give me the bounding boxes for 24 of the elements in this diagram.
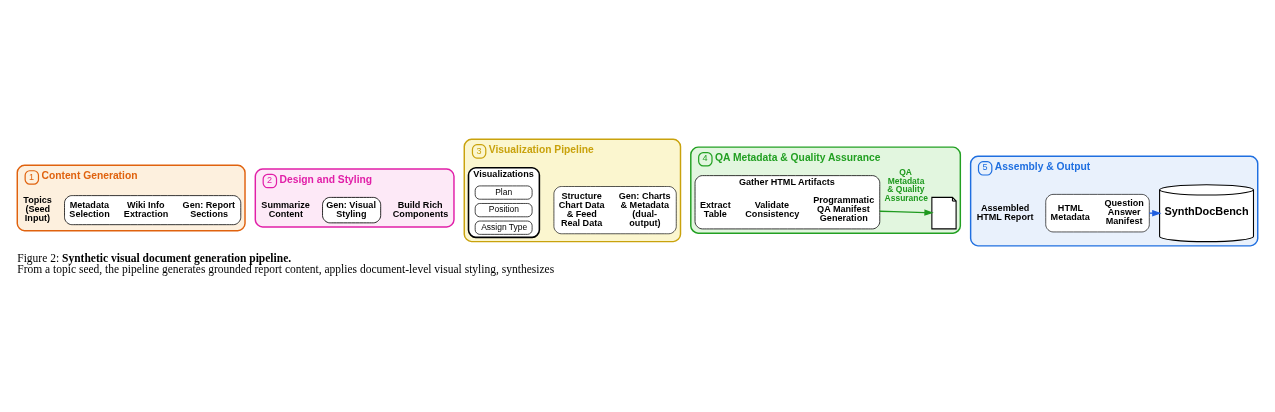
node-text: Structure Chart Data & Feed Real Data bbox=[558, 190, 605, 228]
node-text: Gen: Charts & Metadata (dual- output) bbox=[618, 190, 671, 228]
node-box: Assign Type bbox=[474, 220, 533, 235]
edge-label: QA Metadata & Quality Assurance bbox=[884, 166, 928, 203]
node-box: Gen: Visual Styling bbox=[322, 196, 382, 223]
arrow bbox=[879, 208, 934, 216]
node-text: Assembled HTML Report bbox=[976, 202, 1034, 222]
node-text: Gen: Report Sections bbox=[182, 199, 236, 219]
caption: Figure 2: Synthetic visual document generation pipeline. From a topic seed, the pipeline generates grounded report content, applies document-level visual styling, synthesizes bbox=[17, 251, 555, 275]
cluster bbox=[553, 185, 677, 234]
node-text: Programmatic QA Manifest Generation bbox=[813, 194, 875, 223]
node-text: Summarize Content bbox=[261, 199, 310, 219]
node-text: Topics (Seed Input) bbox=[23, 194, 52, 223]
cluster bbox=[1045, 193, 1150, 232]
node-text: Validate Consistency bbox=[745, 199, 800, 219]
node-text: HTML Metadata bbox=[1050, 202, 1090, 222]
node-text: Build Rich Components bbox=[392, 199, 449, 219]
node-box: Position bbox=[474, 202, 533, 217]
node-text: Wiki Info Extraction bbox=[123, 199, 169, 219]
arrow bbox=[1148, 209, 1162, 216]
node-text: Metadata Selection bbox=[69, 199, 110, 219]
node-text: Extract Table bbox=[699, 199, 731, 219]
node-box: Plan bbox=[474, 185, 533, 200]
node-text: Question Answer Manifest bbox=[1104, 197, 1144, 226]
